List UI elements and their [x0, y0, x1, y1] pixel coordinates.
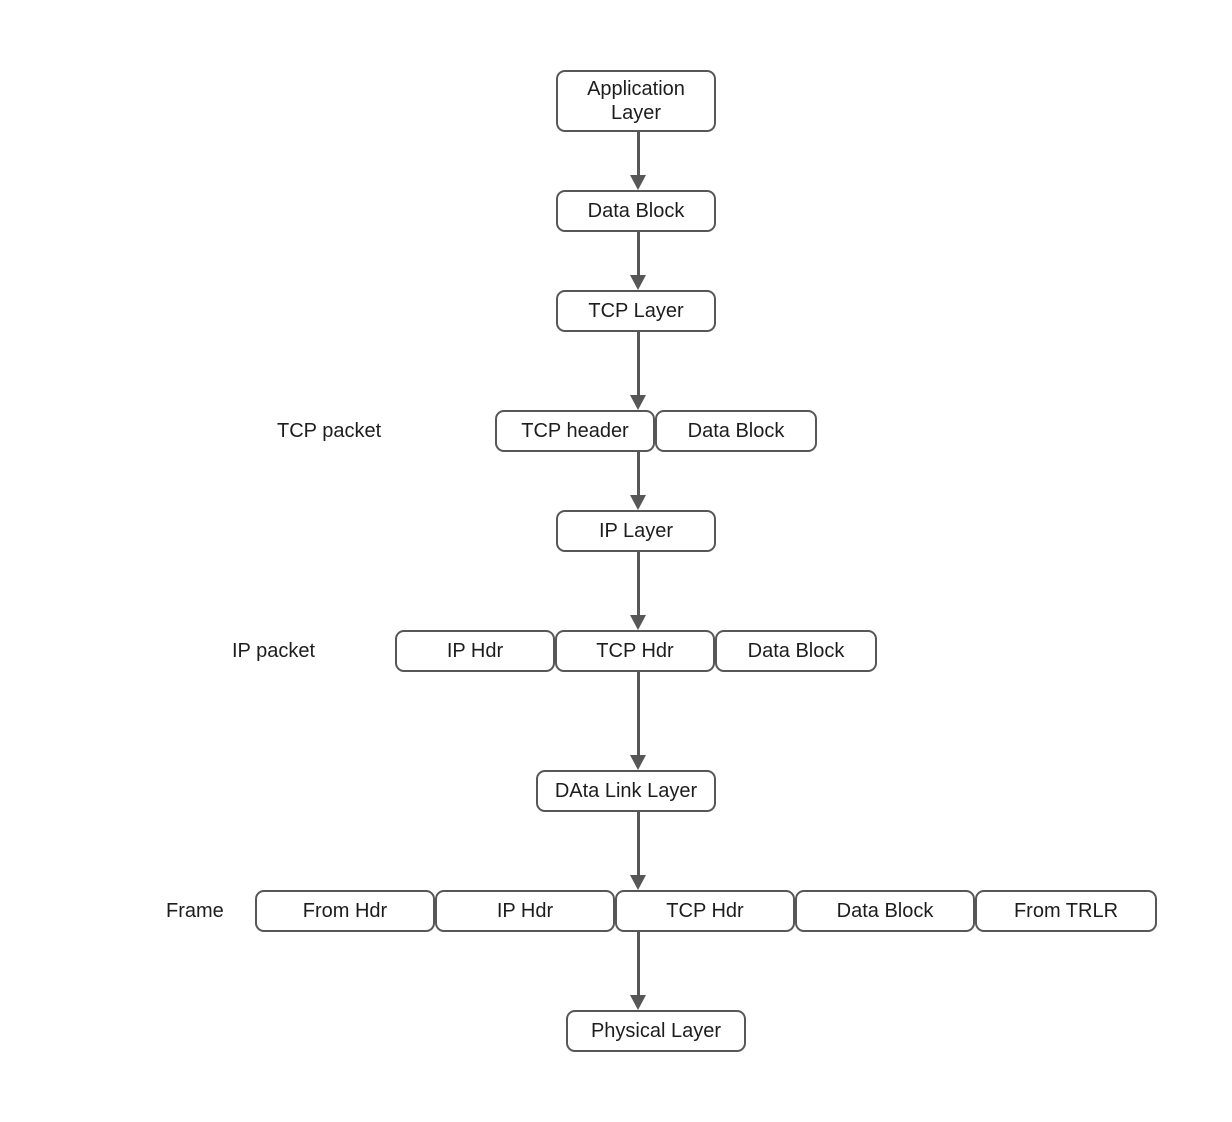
segment-ip-packet-tcp-hdr: TCP Hdr [555, 630, 715, 672]
node-tcp-layer: TCP Layer [556, 290, 716, 332]
segment-frame-data-block: Data Block [795, 890, 975, 932]
segment-frame-tcp-hdr: TCP Hdr [615, 890, 795, 932]
node-application-layer: Application Layer [556, 70, 716, 132]
segment-ip-packet-ip-hdr: IP Hdr [395, 630, 555, 672]
segment-frame-from-hdr: From Hdr [255, 890, 435, 932]
segment-tcp-packet-data-block: Data Block [655, 410, 817, 452]
segment-ip-packet-data-block: Data Block [715, 630, 877, 672]
node-physical-layer: Physical Layer [566, 1010, 746, 1052]
row-label-ip-packet: IP packet [232, 639, 316, 662]
row-label-tcp-packet: TCP packet [277, 419, 382, 442]
segment-frame-from-trlr: From TRLR [975, 890, 1157, 932]
node-ip-layer: IP Layer [556, 510, 716, 552]
node-data-block-top: Data Block [556, 190, 716, 232]
segment-frame-ip-hdr: IP Hdr [435, 890, 615, 932]
node-data-link-layer: DAta Link Layer [536, 770, 716, 812]
segment-tcp-packet-tcp-header: TCP header [495, 410, 655, 452]
row-label-frame: Frame [166, 899, 224, 922]
